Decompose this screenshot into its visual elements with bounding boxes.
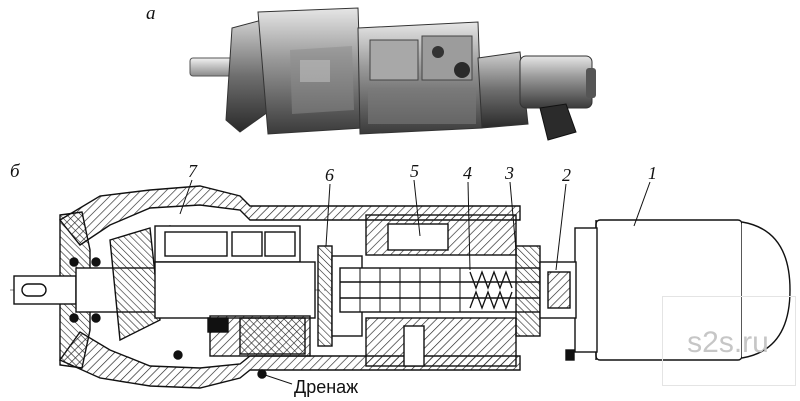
callout-7: 7 (188, 161, 197, 181)
watermark-text: s2s.ru (687, 326, 769, 359)
panel-label-a: а (146, 3, 156, 24)
callout-1: 1 (648, 163, 657, 183)
callout-6: 6 (325, 165, 334, 185)
pump-photo (189, 7, 596, 141)
drain-label: Дренаж (294, 377, 359, 397)
pump-section-drawing (10, 179, 791, 389)
callout-5: 5 (410, 161, 419, 181)
panel-label-b: б (10, 161, 20, 182)
callout-4: 4 (463, 163, 472, 183)
watermark-box (662, 296, 796, 386)
callout-2: 2 (562, 165, 571, 185)
callout-3: 3 (505, 163, 514, 183)
